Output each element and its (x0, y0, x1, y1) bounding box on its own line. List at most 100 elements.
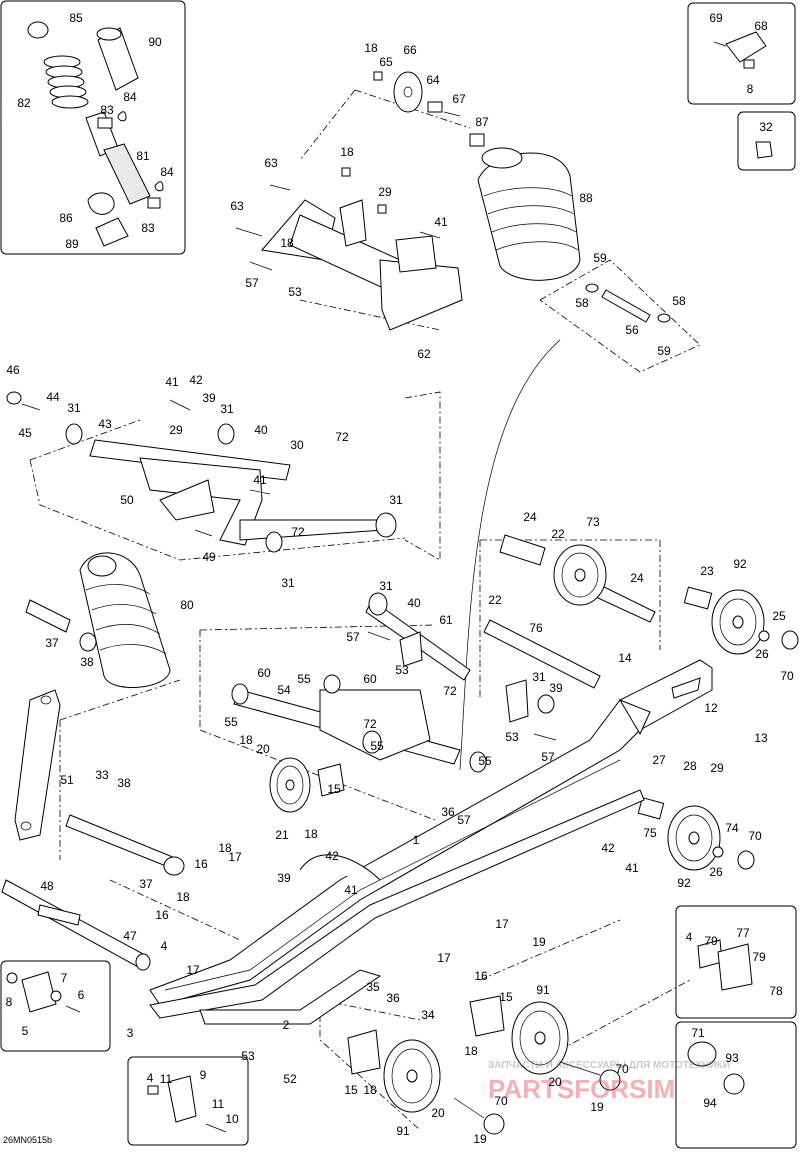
callout-18: 18 (464, 1044, 478, 1058)
callout-42: 42 (325, 849, 339, 863)
callout-27: 27 (652, 753, 666, 767)
callout-76: 76 (529, 621, 543, 635)
callout-72: 72 (363, 717, 377, 731)
lower-wheel-91-left (347, 1029, 505, 1135)
callout-67: 67 (452, 92, 466, 106)
callout-37: 37 (139, 877, 153, 891)
callout-45: 45 (18, 426, 32, 440)
upper-bracket-assembly (235, 71, 463, 331)
callout-48: 48 (40, 879, 54, 893)
rear-shock-absorber (469, 133, 671, 323)
callout-77: 77 (736, 926, 750, 940)
callout-70: 70 (494, 1094, 508, 1108)
callout-89: 89 (65, 237, 79, 251)
callout-83: 83 (100, 103, 114, 117)
callout-29: 29 (710, 761, 724, 775)
callout-81: 81 (136, 149, 150, 163)
callout-41: 41 (625, 861, 639, 875)
callout-84: 84 (123, 90, 137, 104)
callout-13: 13 (754, 731, 768, 745)
callout-18: 18 (176, 890, 190, 904)
callout-31: 31 (532, 670, 546, 684)
callout-57: 57 (346, 630, 360, 644)
callout-36: 36 (386, 991, 400, 1005)
callout-44: 44 (46, 390, 60, 404)
callout-19: 19 (473, 1132, 487, 1146)
callout-10: 10 (225, 1112, 239, 1126)
rear-wheel-92-upper (683, 586, 799, 655)
callout-82: 82 (17, 96, 31, 110)
callout-8: 8 (6, 995, 13, 1009)
rear-arm-assembly (231, 592, 601, 773)
callout-58: 58 (672, 294, 686, 308)
callout-79: 79 (704, 934, 718, 948)
callout-29: 29 (378, 185, 392, 199)
link-arm (14, 689, 61, 841)
callout-43: 43 (98, 417, 112, 431)
callout-72: 72 (335, 430, 349, 444)
callout-52: 52 (283, 1072, 297, 1086)
callout-88: 88 (579, 191, 593, 205)
callout-18: 18 (363, 1083, 377, 1097)
lower-shafts (1, 814, 185, 971)
callout-18: 18 (218, 841, 232, 855)
callout-63: 63 (230, 199, 244, 213)
callout-5: 5 (22, 1024, 29, 1038)
callout-26: 26 (755, 647, 769, 661)
watermark: ЗАПЧАСТИ И АКСЕССУАРЫ ДЛЯ МОТОТЕХНИКИ PA… (488, 1060, 730, 1104)
callout-6: 6 (78, 988, 85, 1002)
callout-55: 55 (478, 754, 492, 768)
watermark-line1: ЗАПЧАСТИ И АКСЕССУАРЫ ДЛЯ МОТОТЕХНИКИ (488, 1060, 730, 1071)
callout-61: 61 (439, 613, 453, 627)
callout-8: 8 (747, 82, 754, 96)
callout-74: 74 (725, 821, 739, 835)
callout-39: 39 (277, 871, 291, 885)
callout-28: 28 (683, 759, 697, 773)
callout-36: 36 (441, 805, 455, 819)
callout-2: 2 (283, 1018, 290, 1032)
callout-55: 55 (370, 739, 384, 753)
main-slide-rail (149, 659, 713, 1025)
callout-24: 24 (523, 510, 537, 524)
callout-70: 70 (748, 829, 762, 843)
callout-38: 38 (117, 776, 131, 790)
callout-15: 15 (327, 782, 341, 796)
callout-39: 39 (202, 391, 216, 405)
lower-wheel-91-right (469, 995, 621, 1091)
callout-19: 19 (532, 935, 546, 949)
front-shock-absorber (25, 552, 171, 688)
callout-18: 18 (280, 236, 294, 250)
callout-78: 78 (769, 984, 783, 998)
bottom-center-inset-parts (147, 1075, 227, 1133)
callout-11: 11 (212, 1097, 225, 1111)
callout-80: 80 (180, 598, 194, 612)
callout-23: 23 (700, 564, 714, 578)
callout-60: 60 (257, 666, 271, 680)
upper-idler-wheel-set (499, 534, 656, 623)
callout-41: 41 (165, 375, 179, 389)
callout-21: 21 (275, 828, 289, 842)
callout-75: 75 (643, 826, 657, 840)
callout-4: 4 (161, 939, 168, 953)
bottom-left-inset-parts (6, 971, 81, 1013)
callout-63: 63 (264, 156, 278, 170)
callout-4: 4 (147, 1071, 154, 1085)
callout-26: 26 (709, 865, 723, 879)
callout-79: 79 (752, 950, 766, 964)
callout-31: 31 (389, 493, 403, 507)
callout-31: 31 (220, 402, 234, 416)
callout-91: 91 (396, 1124, 410, 1138)
bottom-right-inset-parts (687, 939, 753, 1095)
callout-41: 41 (344, 883, 358, 897)
callout-16: 16 (474, 969, 488, 983)
callout-39: 39 (549, 681, 563, 695)
callout-22: 22 (551, 527, 565, 541)
callout-32: 32 (759, 120, 773, 134)
callout-25: 25 (772, 609, 786, 623)
callout-50: 50 (120, 493, 134, 507)
callout-68: 68 (754, 19, 768, 33)
callout-31: 31 (281, 576, 295, 590)
callout-34: 34 (421, 1008, 435, 1022)
callout-72: 72 (443, 684, 457, 698)
